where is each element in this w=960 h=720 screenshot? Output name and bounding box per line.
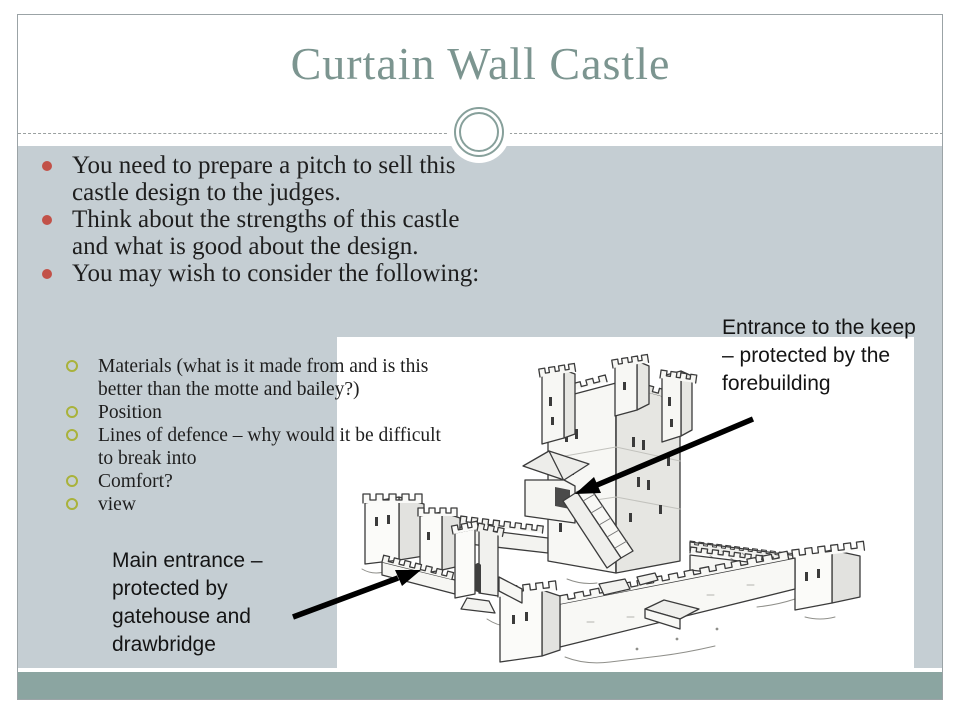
callout-entrance-keep: Entrance to the keep – protected by the … xyxy=(722,316,916,395)
castle-illustration xyxy=(361,353,866,664)
sub-bullet-item: Position xyxy=(36,401,458,424)
sub-bullet-item: Comfort? xyxy=(36,470,458,493)
sub-bullet-ring-icon xyxy=(66,475,78,487)
bullet-text: You need to prepare a pitch to sell this… xyxy=(72,152,456,206)
bullet-dot-icon xyxy=(42,215,52,225)
bullet-text: Think about the strengths of this castle… xyxy=(72,206,460,260)
callout-main-entrance: Main entrance – protected by gatehouse a… xyxy=(112,549,263,656)
footer-band xyxy=(18,672,943,700)
circle-ornament-inner-ring xyxy=(459,112,499,152)
bullet-text: You may wish to consider the following: xyxy=(72,260,480,287)
sub-bullet-ring-icon xyxy=(66,498,78,510)
sub-bullet-item: Materials (what is it made from and is t… xyxy=(36,355,458,401)
sub-bullet-text: view xyxy=(98,494,136,515)
sub-bullet-text: Position xyxy=(98,402,162,423)
bullet-item: Think about the strengths of this castle… xyxy=(36,206,496,260)
sub-bullet-text: Materials (what is it made from and is t… xyxy=(98,356,429,400)
sub-bullet-text: Comfort? xyxy=(98,471,173,492)
bullet-dot-icon xyxy=(42,161,52,171)
castle-image-panel xyxy=(337,337,914,669)
sub-bullet-ring-icon xyxy=(66,360,78,372)
bullet-item: You need to prepare a pitch to sell this… xyxy=(36,152,496,206)
sub-bullet-list: Materials (what is it made from and is t… xyxy=(36,355,458,516)
sub-bullet-ring-icon xyxy=(66,429,78,441)
sub-bullet-item: Lines of defence – why would it be diffi… xyxy=(36,424,458,470)
bullet-item: You may wish to consider the following: xyxy=(36,260,496,287)
sub-bullet-ring-icon xyxy=(66,406,78,418)
slide-title: Curtain Wall Castle xyxy=(290,38,671,89)
bullet-dot-icon xyxy=(42,269,52,279)
sub-bullet-item: view xyxy=(36,493,458,516)
bullet-list: You need to prepare a pitch to sell this… xyxy=(36,152,496,287)
sub-bullet-text: Lines of defence – why would it be diffi… xyxy=(98,425,441,469)
